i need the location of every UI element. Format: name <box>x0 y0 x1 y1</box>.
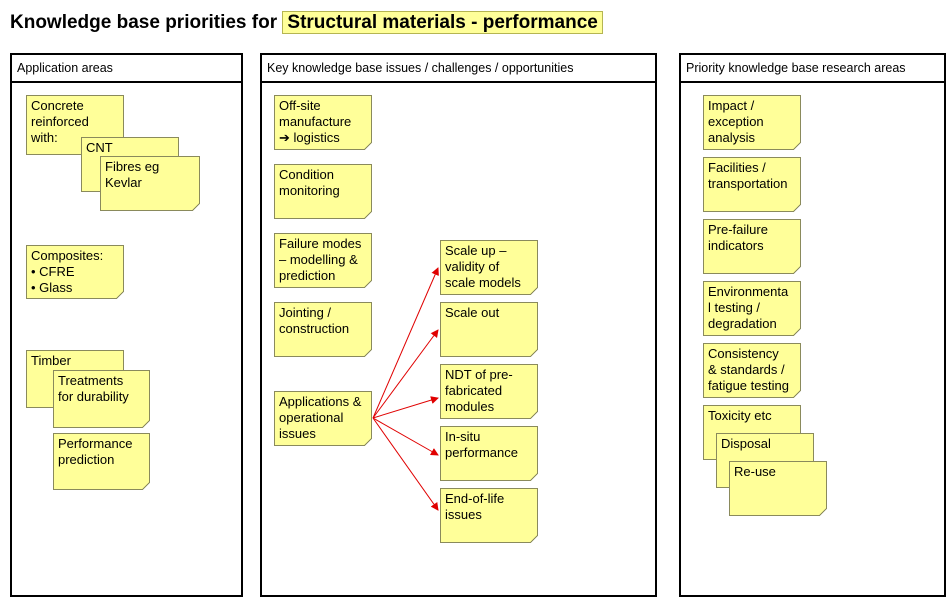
note-reuse: Re-use <box>729 461 827 516</box>
note-consistency: Consistency & standards / fatigue testin… <box>703 343 801 398</box>
arrow-to-end-of-life <box>372 417 439 511</box>
arrow-to-scale-up <box>372 267 439 419</box>
note-condition: Condition monitoring <box>274 164 372 219</box>
note-jointing: Jointing / construction <box>274 302 372 357</box>
note-offsite: Off-site manufacture ➔ logistics <box>274 95 372 150</box>
note-treatments: Treatments for durability <box>53 370 150 428</box>
issues-header: Key knowledge base issues / challenges /… <box>260 53 657 83</box>
title-highlight: Structural materials - performance <box>282 11 603 34</box>
note-applications: Applications & operational issues <box>274 391 372 446</box>
note-end-of-life: End-of-life issues <box>440 488 538 543</box>
arrow-to-scale-out <box>372 329 439 419</box>
research-header: Priority knowledge base research areas <box>679 53 946 83</box>
note-failure: Failure modes – modelling & prediction <box>274 233 372 288</box>
note-fibres: Fibres eg Kevlar <box>100 156 200 211</box>
note-scale-up: Scale up – validity of scale models <box>440 240 538 295</box>
note-ndt: NDT of pre- fabricated modules <box>440 364 538 419</box>
page-title: Knowledge base priorities for Structural… <box>10 11 603 34</box>
note-environmental: Environmenta l testing / degradation <box>703 281 801 336</box>
title-prefix: Knowledge base priorities for <box>10 12 278 33</box>
note-concrete: Concrete reinforced with: <box>26 95 124 155</box>
note-facilities: Facilities / transportation <box>703 157 801 212</box>
note-composites: Composites: • CFRE • Glass <box>26 245 124 299</box>
note-scale-out: Scale out <box>440 302 538 357</box>
note-impact: Impact / exception analysis <box>703 95 801 150</box>
application-header: Application areas <box>10 53 243 83</box>
note-prefailure: Pre-failure indicators <box>703 219 801 274</box>
arrow-to-ndt <box>372 396 439 419</box>
note-performance: Performance prediction <box>53 433 150 490</box>
arrow-to-insitu <box>372 417 439 456</box>
note-insitu: In-situ performance <box>440 426 538 481</box>
